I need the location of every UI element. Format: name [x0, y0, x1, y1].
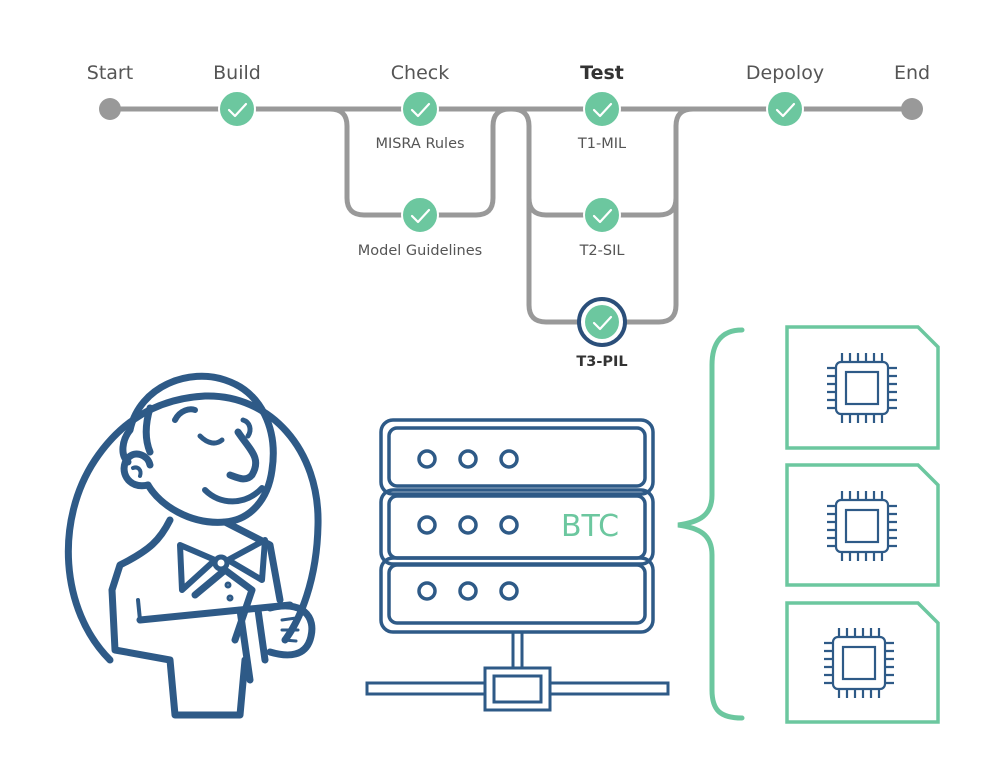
- server-unit-1-outer: [379, 418, 655, 496]
- brace-icon: [677, 327, 745, 721]
- start-node: [99, 98, 121, 120]
- branch-label-t2-sil: T2-SIL: [579, 243, 625, 259]
- end-node: [901, 98, 923, 120]
- check-icon: [592, 208, 613, 224]
- stage-label-deploy: Depoloy: [746, 62, 824, 84]
- cpu-chip-icon: [827, 353, 897, 423]
- stage-node-t1-mil[interactable]: [583, 90, 621, 128]
- server-unit-3-inner: [387, 563, 647, 625]
- stage-label-test: Test: [580, 62, 624, 84]
- check-icon: [410, 208, 431, 224]
- branch-label-model-guidelines: Model Guidelines: [358, 243, 482, 259]
- check-icon: [592, 102, 613, 118]
- stage-node-misra-rules[interactable]: [401, 90, 439, 128]
- stage-label-build: Build: [213, 62, 261, 84]
- branch-label-t3-pil: T3-PIL: [576, 354, 627, 370]
- stage-node-model-guidelines[interactable]: [401, 196, 439, 234]
- stage-node-t3-pil[interactable]: [577, 297, 627, 347]
- pipeline-tracks: [107, 106, 915, 325]
- server-unit-3-outer: [379, 556, 655, 634]
- branch-label-t1-mil: T1-MIL: [577, 136, 626, 152]
- stage-node-build[interactable]: [218, 90, 256, 128]
- server-unit-1-inner: [387, 426, 647, 488]
- target-card-1[interactable]: [785, 325, 940, 450]
- check-icon: [592, 315, 613, 331]
- cpu-chip-icon: [824, 628, 894, 698]
- target-card-2[interactable]: [785, 463, 940, 587]
- network-connector-icon: [365, 632, 670, 712]
- stage-label-check: Check: [391, 62, 449, 84]
- stage-node-deploy[interactable]: [766, 90, 804, 128]
- cpu-chip-icon: [827, 491, 897, 561]
- target-card-3[interactable]: [785, 601, 940, 724]
- server-rack-icon: BTC: [365, 418, 670, 712]
- jenkins-butler-icon: [64, 372, 322, 719]
- server-indicator-lights: [417, 449, 519, 601]
- stage-label-start: Start: [87, 62, 133, 84]
- server-label-btc: BTC: [561, 509, 619, 544]
- stage-label-end: End: [894, 62, 930, 84]
- check-icon: [410, 102, 431, 118]
- stage-node-t2-sil[interactable]: [583, 196, 621, 234]
- branch-label-misra-rules: MISRA Rules: [375, 136, 464, 152]
- check-icon: [227, 102, 248, 118]
- check-icon: [775, 102, 796, 118]
